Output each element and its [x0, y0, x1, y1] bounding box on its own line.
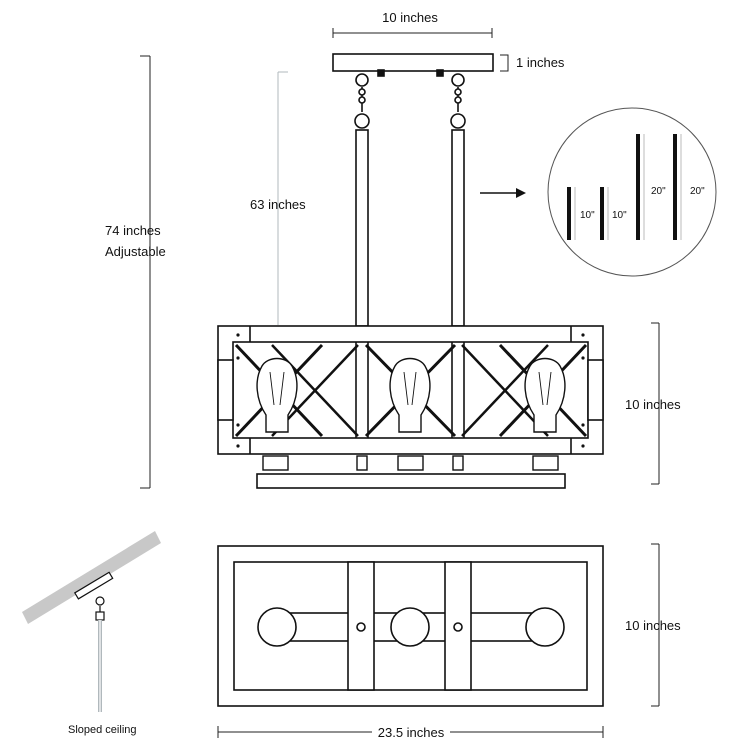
canopy-width-label: 10 inches	[382, 10, 438, 25]
rod-label-1: 10"	[580, 210, 595, 221]
detail-arrow	[480, 188, 526, 198]
bulb-right	[524, 357, 566, 471]
frame-height-label: 10 inches	[625, 397, 681, 412]
right-suspension	[450, 73, 466, 327]
rod-label-3: 20"	[651, 186, 666, 197]
canopy-width-dimension	[332, 28, 493, 38]
bulb-center	[389, 357, 431, 471]
rods-detail: 10" 10" 20" 20"	[547, 107, 717, 277]
rod-label-2: 10"	[612, 210, 627, 221]
rod-10-b	[600, 187, 609, 240]
frame-depth-dimension	[651, 543, 660, 707]
rod-length-dimension	[277, 71, 288, 325]
bulb-left	[256, 357, 298, 471]
adjustable-label: Adjustable	[105, 244, 166, 259]
fixture-bottom-plate	[256, 473, 566, 489]
rod-20-a	[636, 134, 645, 240]
sloped-ceiling-illustration	[22, 531, 161, 712]
rod-20-b	[673, 134, 682, 240]
canopy-height-dimension	[500, 54, 509, 72]
left-suspension	[354, 73, 370, 327]
canopy	[332, 53, 494, 77]
total-height-dimension	[140, 55, 151, 489]
bulbs-front	[256, 357, 566, 471]
rod-10-a	[567, 187, 576, 240]
total-height-label: 74 inches	[105, 223, 161, 238]
fixture-top-view	[217, 545, 604, 707]
sloped-ceiling-label: Sloped ceiling	[68, 724, 137, 736]
frame-depth-label: 10 inches	[625, 618, 681, 633]
rod-label-4: 20"	[690, 186, 705, 197]
frame-length-label: 23.5 inches	[378, 725, 445, 740]
rod-length-label: 63 inches	[250, 197, 306, 212]
screws-front	[236, 333, 585, 448]
canopy-height-label: 1 inches	[516, 55, 565, 70]
frame-height-dimension	[651, 322, 660, 485]
